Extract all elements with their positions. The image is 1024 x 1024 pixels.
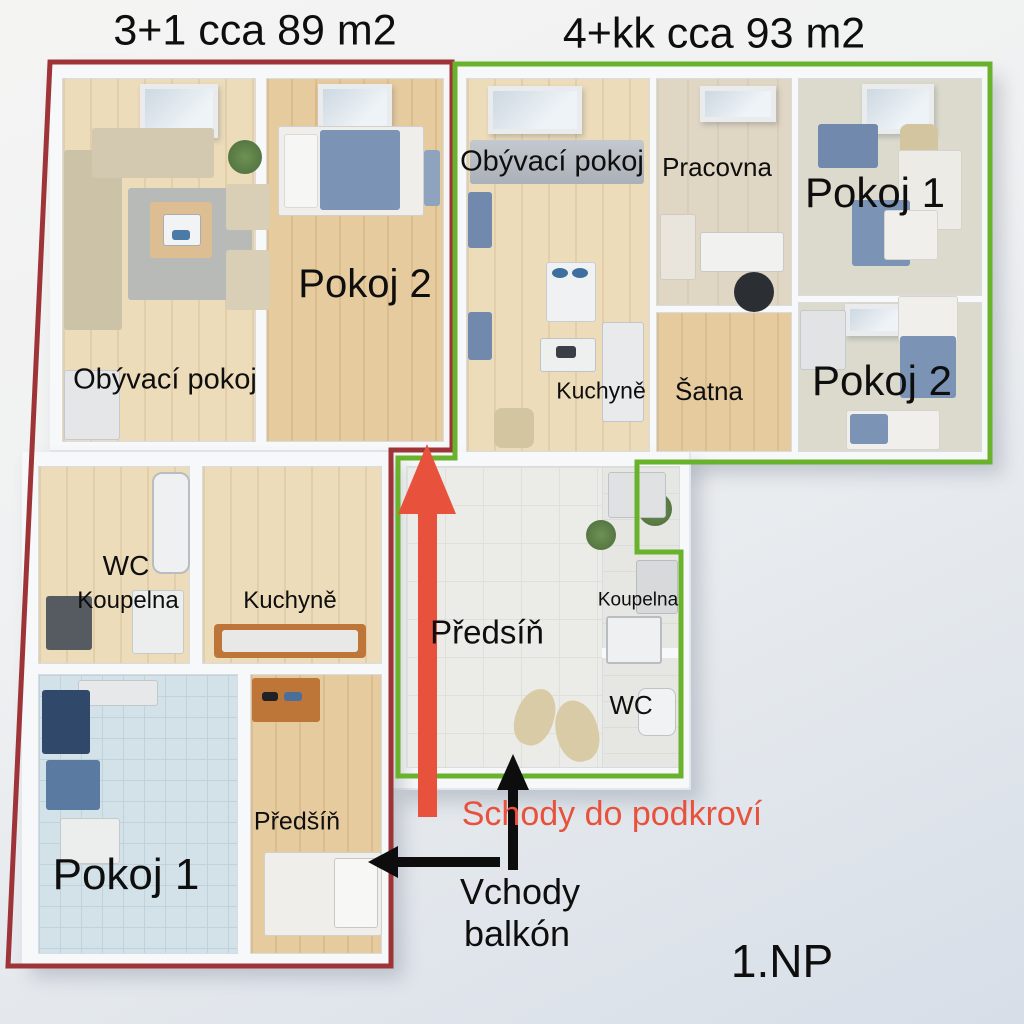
shoes — [284, 692, 302, 701]
floor-left-room-1 — [38, 674, 238, 954]
room-label-right-kitchen: Kuchyně — [556, 377, 646, 404]
bed-blanket — [320, 130, 400, 210]
room-label-right-bathroom: Koupelna — [597, 589, 679, 611]
bowl — [572, 268, 588, 278]
stairs-note: Schody do podkroví — [461, 795, 763, 833]
entrance-note-line1: Vchody — [459, 871, 581, 912]
left-apartment-outline — [5, 59, 455, 969]
room-label-right-room2: Pokoj 2 — [811, 357, 953, 404]
office-chair — [734, 272, 774, 312]
stairs-arrow-head — [398, 444, 456, 514]
bathroom-sink — [636, 560, 678, 614]
left-apartment-title: 3+1 cca 89 m2 — [113, 6, 397, 55]
room-label-left-bathroom: Koupelna — [77, 587, 179, 614]
kitchen-sink — [556, 346, 576, 358]
bed-pillow-blue — [850, 414, 888, 444]
fridge — [602, 322, 644, 422]
skylight-window — [318, 84, 392, 134]
bed-pillow — [284, 134, 318, 208]
plant-icon — [228, 140, 262, 174]
room-label-left-hallway: Předšíň — [253, 807, 341, 836]
cabinet-blue — [468, 312, 492, 360]
ottoman — [226, 184, 270, 230]
room-label-left-room1: Pokoj 1 — [52, 850, 200, 899]
shelf — [424, 150, 440, 206]
stairs-arrow-shaft — [418, 506, 437, 817]
entrance-arrow-left-shaft — [394, 857, 500, 867]
daybed — [92, 128, 214, 178]
room-label-right-study: Pracovna — [662, 152, 772, 182]
shoes — [262, 692, 278, 701]
shower — [606, 616, 662, 664]
sideboard — [470, 140, 644, 184]
plant-icon — [586, 520, 616, 550]
sink-counter — [60, 818, 120, 864]
room-label-left-kitchen: Kuchyně — [243, 587, 337, 614]
room-label-right-room1: Pokoj 1 — [804, 169, 946, 216]
room-label-right-living: Obývací pokoj — [460, 145, 644, 178]
desk — [700, 232, 784, 272]
entrance-arrow-up-shaft — [508, 786, 518, 870]
sofa — [64, 150, 122, 330]
room-label-right-wc: WC — [609, 690, 653, 720]
cabinet — [660, 214, 696, 280]
bed-blue — [900, 336, 956, 398]
bed-pillow — [334, 858, 378, 928]
bathtub — [152, 472, 190, 574]
washing-machine-dark — [46, 596, 92, 650]
ottoman — [226, 250, 270, 310]
floor-right-wardrobe — [656, 312, 792, 452]
ac-unit — [78, 680, 158, 706]
floor-label: 1.NP — [730, 935, 834, 987]
entrance-arrow-up-head — [497, 754, 529, 790]
room-label-right-hallway: Předsíň — [430, 613, 544, 651]
right-apartment-outline — [395, 61, 993, 779]
wardrobe-blue — [818, 124, 878, 168]
bed-white — [884, 210, 938, 260]
room-label-left-wc: WC — [102, 550, 150, 581]
cabinet — [132, 590, 184, 654]
bowl — [552, 268, 568, 278]
wardrobe — [800, 310, 846, 370]
room-label-left-room2: Pokoj 2 — [298, 262, 432, 306]
skylight-window — [488, 86, 582, 134]
room-label-left-living: Obývací pokoj — [73, 363, 257, 396]
cabinet-blue — [468, 192, 492, 248]
cabinet — [64, 370, 120, 440]
chair — [494, 408, 534, 448]
tv-screen-panel — [172, 230, 190, 240]
room-label-right-wardrobe: Šatna — [675, 376, 743, 406]
skylight-window — [700, 86, 776, 122]
entrance-arrow-left-head — [368, 846, 398, 878]
toilet — [638, 688, 676, 736]
kitchen-counter-top — [222, 630, 358, 652]
right-apartment-title: 4+kk cca 93 m2 — [562, 9, 866, 58]
wardrobe-navy — [42, 690, 90, 754]
cabinet-blue — [46, 760, 100, 810]
entrance-note-line2: balkón — [463, 913, 571, 954]
